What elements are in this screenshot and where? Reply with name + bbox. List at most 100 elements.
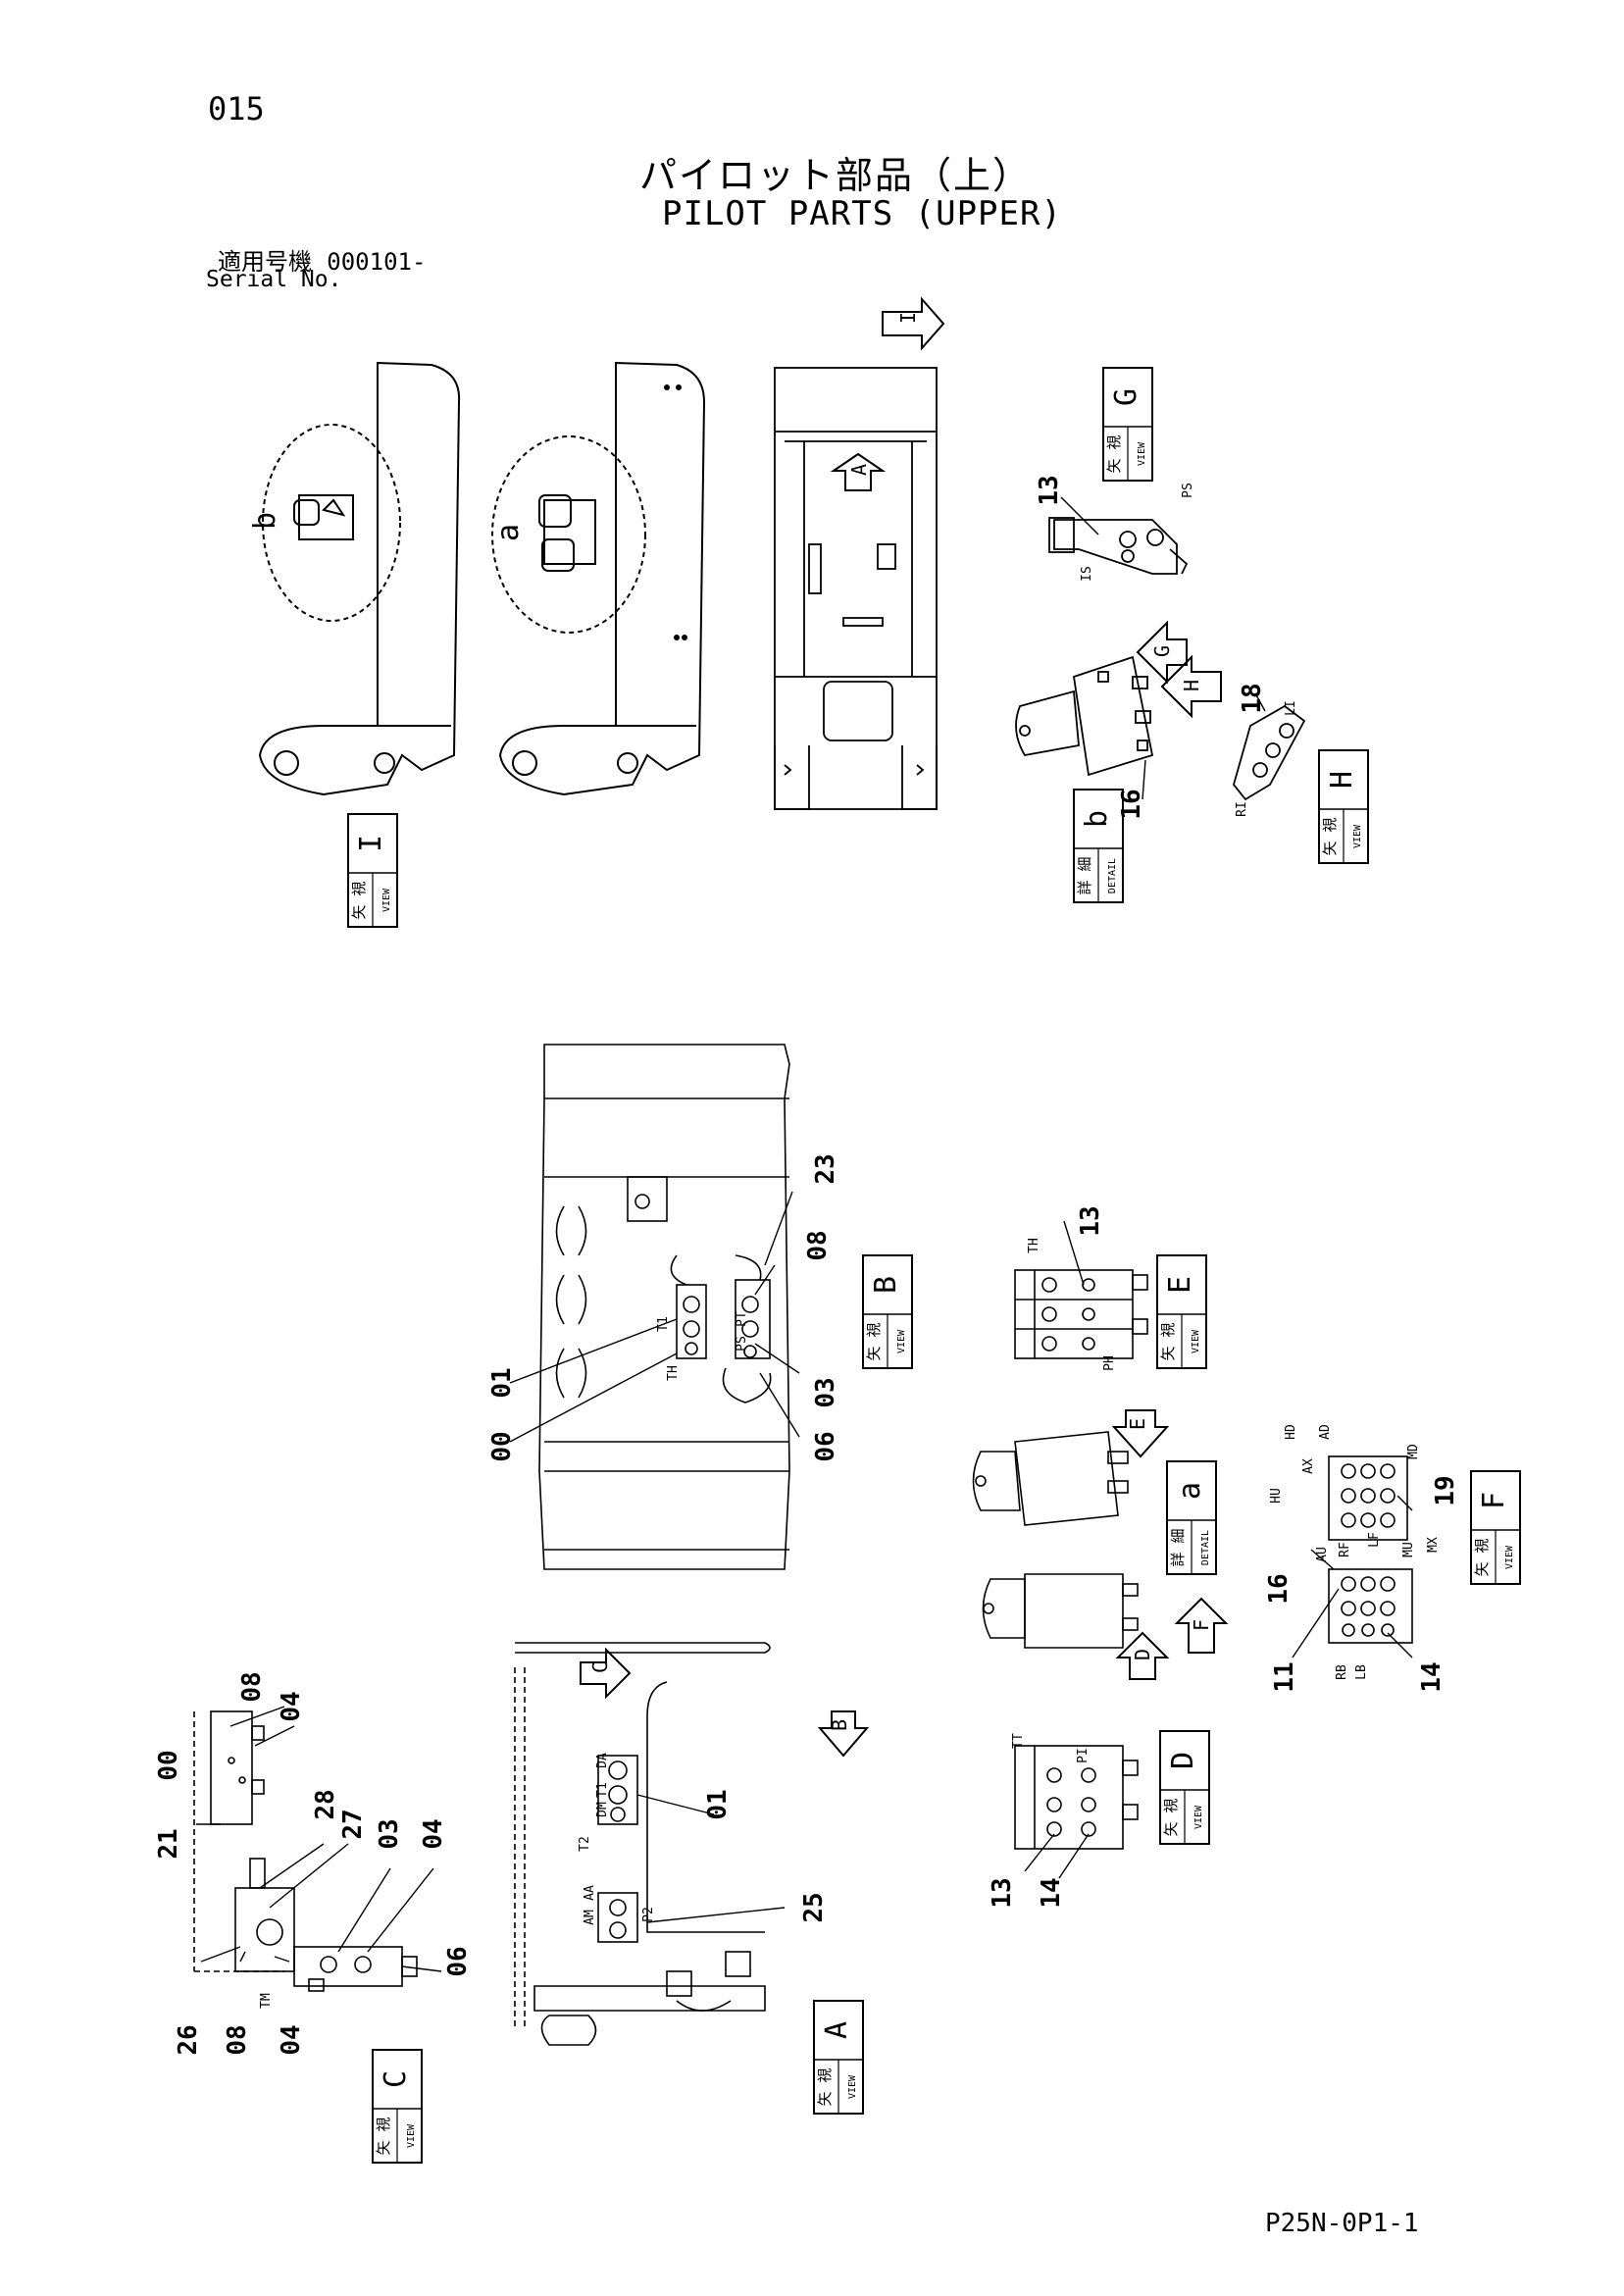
port-label: IS bbox=[1080, 566, 1094, 582]
port-label: LB bbox=[1354, 1664, 1369, 1680]
view-box-jp: 詳 細 bbox=[1076, 856, 1093, 894]
port-label: HD bbox=[1284, 1424, 1298, 1440]
part-number-label: 01 bbox=[487, 1367, 517, 1398]
view-box-en: VIEW bbox=[847, 2074, 858, 2099]
view-box-jp: 矢 視 bbox=[865, 1322, 883, 1360]
arrow-letter: A bbox=[847, 464, 871, 476]
part-number-label: 13 bbox=[988, 1877, 1017, 1908]
arrow-a: A bbox=[830, 452, 887, 491]
view-box-en: VIEW bbox=[1191, 1329, 1201, 1353]
view-d-valve bbox=[1014, 1745, 1139, 1850]
part-number-label: 28 bbox=[311, 1789, 340, 1819]
port-label: RF bbox=[1338, 1542, 1352, 1557]
view-box-letter: A bbox=[820, 2021, 854, 2039]
arrow-b: B bbox=[817, 1710, 870, 1758]
view-box-letter: B bbox=[869, 1276, 903, 1294]
port-label: P2 bbox=[641, 1907, 656, 1922]
view-box-letter: F bbox=[1477, 1492, 1511, 1509]
port-label: TM bbox=[259, 1993, 274, 2009]
port-label: MU bbox=[1401, 1542, 1416, 1557]
arrow-letter: H bbox=[1180, 680, 1203, 691]
view-box-jp: 矢 視 bbox=[1473, 1538, 1491, 1576]
detail-circle-a bbox=[491, 435, 646, 634]
port-label: RI bbox=[1235, 801, 1249, 817]
part-number-label: 04 bbox=[419, 1818, 448, 1849]
view-box-jp: 矢 視 bbox=[1159, 1322, 1177, 1360]
part-number-label: 26 bbox=[174, 2024, 203, 2055]
detail-b-box: b 詳 細 DETAIL bbox=[1073, 789, 1124, 903]
part-number-label: 13 bbox=[1035, 475, 1064, 505]
leader-lines bbox=[196, 496, 1413, 1972]
view-box-letter: b bbox=[1080, 810, 1114, 828]
side-frame-left bbox=[258, 361, 461, 796]
part-number-label: 01 bbox=[703, 1789, 733, 1819]
port-label: LF bbox=[1367, 1532, 1382, 1548]
arrow-h: H bbox=[1160, 654, 1222, 719]
view-box-letter: D bbox=[1166, 1752, 1200, 1769]
view-f-valve bbox=[1328, 1455, 1413, 1644]
view-c-assembly bbox=[193, 1710, 418, 1992]
view-box-en: DETAIL bbox=[1107, 858, 1118, 893]
arrow-letter: C bbox=[588, 1661, 612, 1673]
view-box-jp: 矢 視 bbox=[1321, 817, 1339, 855]
port-label: DM bbox=[595, 1802, 610, 1817]
part-number-label: 08 bbox=[803, 1230, 833, 1260]
port-label: AU bbox=[1315, 1547, 1330, 1562]
serial-label-jp: 適用号機 bbox=[218, 248, 312, 276]
port-label: PS bbox=[1181, 483, 1195, 498]
port-label: DA bbox=[595, 1753, 610, 1768]
view-box-letter: G bbox=[1109, 388, 1143, 406]
part-number-label: 19 bbox=[1431, 1475, 1460, 1505]
callout-letter-a: a bbox=[491, 524, 526, 541]
port-label: TT bbox=[1011, 1733, 1026, 1749]
port-label: PH bbox=[1102, 1355, 1117, 1371]
serial-label-en: Serial No. bbox=[206, 267, 342, 292]
view-e-valve bbox=[1014, 1269, 1148, 1359]
serial-line: 適用号機 000101- bbox=[218, 242, 426, 277]
part-number-label: 03 bbox=[811, 1377, 840, 1407]
arrow-letter: D bbox=[1131, 1649, 1154, 1660]
port-label: LI bbox=[1284, 700, 1298, 716]
view-box-en: VIEW bbox=[1193, 1805, 1204, 1829]
side-frame-middle bbox=[491, 361, 706, 796]
arrow-i: I bbox=[882, 296, 945, 351]
view-box-en: VIEW bbox=[381, 888, 392, 912]
part-number-label: 25 bbox=[799, 1892, 829, 1922]
serial-value: 000101- bbox=[327, 248, 427, 276]
port-label: PT bbox=[735, 1311, 749, 1327]
port-label: AA bbox=[583, 1885, 597, 1901]
part-number-label: 03 bbox=[375, 1818, 404, 1849]
arrow-letter: B bbox=[828, 1719, 851, 1731]
part-number-label: 08 bbox=[237, 1671, 267, 1702]
part-number-label: 21 bbox=[154, 1828, 183, 1859]
port-label: PS bbox=[735, 1336, 749, 1352]
port-label: T1 bbox=[656, 1316, 671, 1332]
part-number-label: 00 bbox=[154, 1750, 183, 1780]
view-box-jp: 詳 細 bbox=[1169, 1528, 1187, 1566]
part-number-label: 14 bbox=[1417, 1661, 1446, 1692]
arrow-g: G bbox=[1136, 620, 1188, 685]
arrow-c: C bbox=[580, 1647, 632, 1700]
port-label: TH bbox=[1027, 1238, 1041, 1253]
view-box-letter: I bbox=[354, 835, 388, 852]
part-number-label: 16 bbox=[1264, 1573, 1294, 1604]
view-box-en: VIEW bbox=[1137, 441, 1147, 466]
part-number-label: 04 bbox=[277, 2024, 306, 2055]
port-label: TH bbox=[666, 1365, 681, 1381]
port-label: AD bbox=[1318, 1424, 1333, 1440]
view-b-frame bbox=[538, 1044, 790, 1570]
part-number-label: 23 bbox=[811, 1153, 840, 1184]
part-number-label: 13 bbox=[1076, 1205, 1105, 1236]
port-label: MX bbox=[1426, 1537, 1441, 1553]
view-box-en: VIEW bbox=[1352, 824, 1363, 848]
view-g-valve bbox=[1048, 517, 1189, 575]
port-label: AX bbox=[1301, 1458, 1316, 1474]
